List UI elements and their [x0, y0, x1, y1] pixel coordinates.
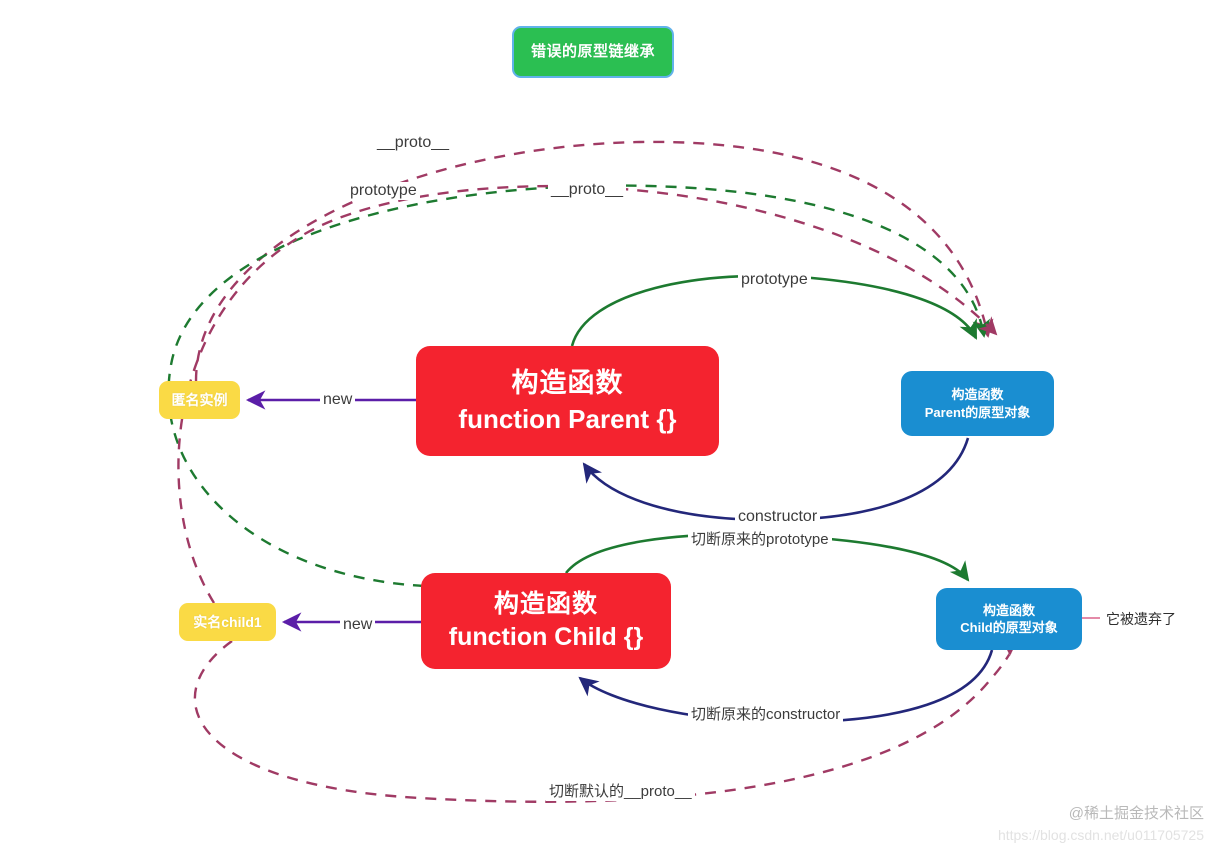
node-parent-prototype-line2: Parent的原型对象: [924, 404, 1031, 420]
node-child-prototype-line1: 构造函数: [982, 602, 1035, 618]
edge-label-cut-constructor: 切断原来的constructor: [688, 706, 844, 724]
edge-proto-top: [194, 140, 994, 382]
edge-label-proto-mid: __proto__: [548, 181, 627, 199]
watermark-url: https://blog.csdn.net/u011705725: [997, 827, 1204, 843]
node-parent-line2: function Parent {}: [458, 403, 677, 434]
node-child-constructor[interactable]: 构造函数 function Child {}: [421, 573, 671, 669]
node-parent-prototype-line1: 构造函数: [951, 387, 1004, 403]
node-anonymous-instance-label: 匿名实例: [171, 391, 228, 408]
edge-label-proto-top: __proto__: [374, 134, 453, 152]
node-child-line1: 构造函数: [493, 590, 598, 618]
note-abandoned: 它被遗弃了: [1106, 611, 1176, 627]
edge-label-parent-prototype: prototype: [738, 271, 811, 289]
node-parent-prototype[interactable]: 构造函数 Parent的原型对象: [901, 371, 1054, 436]
node-anonymous-instance[interactable]: 匿名实例: [159, 381, 240, 419]
edge-proto-mid: [177, 184, 998, 604]
edge-label-new-parent: new: [320, 391, 356, 409]
edge-label-cut-prototype: 切断原来的prototype: [688, 531, 832, 549]
node-parent-constructor[interactable]: 构造函数 function Parent {}: [416, 346, 719, 456]
node-parent-line1: 构造函数: [511, 367, 624, 398]
edge-cut-default-proto: [193, 637, 1019, 803]
edge-label-new-child: new: [340, 616, 376, 634]
edge-label-parent-constructor: constructor: [735, 508, 821, 526]
node-named-child-label: 实名child1: [193, 613, 262, 630]
diagram-title: 错误的原型链继承: [512, 26, 674, 78]
edge-prototype-outer: [167, 184, 991, 588]
node-child-prototype[interactable]: 构造函数 Child的原型对象: [936, 588, 1082, 650]
node-child-line2: function Child {}: [448, 622, 644, 651]
diagram-title-text: 错误的原型链继承: [530, 43, 655, 61]
edge-label-prototype-outer: prototype: [347, 182, 420, 200]
node-child-prototype-line2: Child的原型对象: [960, 620, 1058, 635]
watermark-account: @稀土掘金技术社区: [1068, 805, 1204, 822]
node-named-child[interactable]: 实名child1: [179, 603, 276, 641]
edge-label-cut-default-proto: 切断默认的__proto__: [546, 783, 695, 801]
